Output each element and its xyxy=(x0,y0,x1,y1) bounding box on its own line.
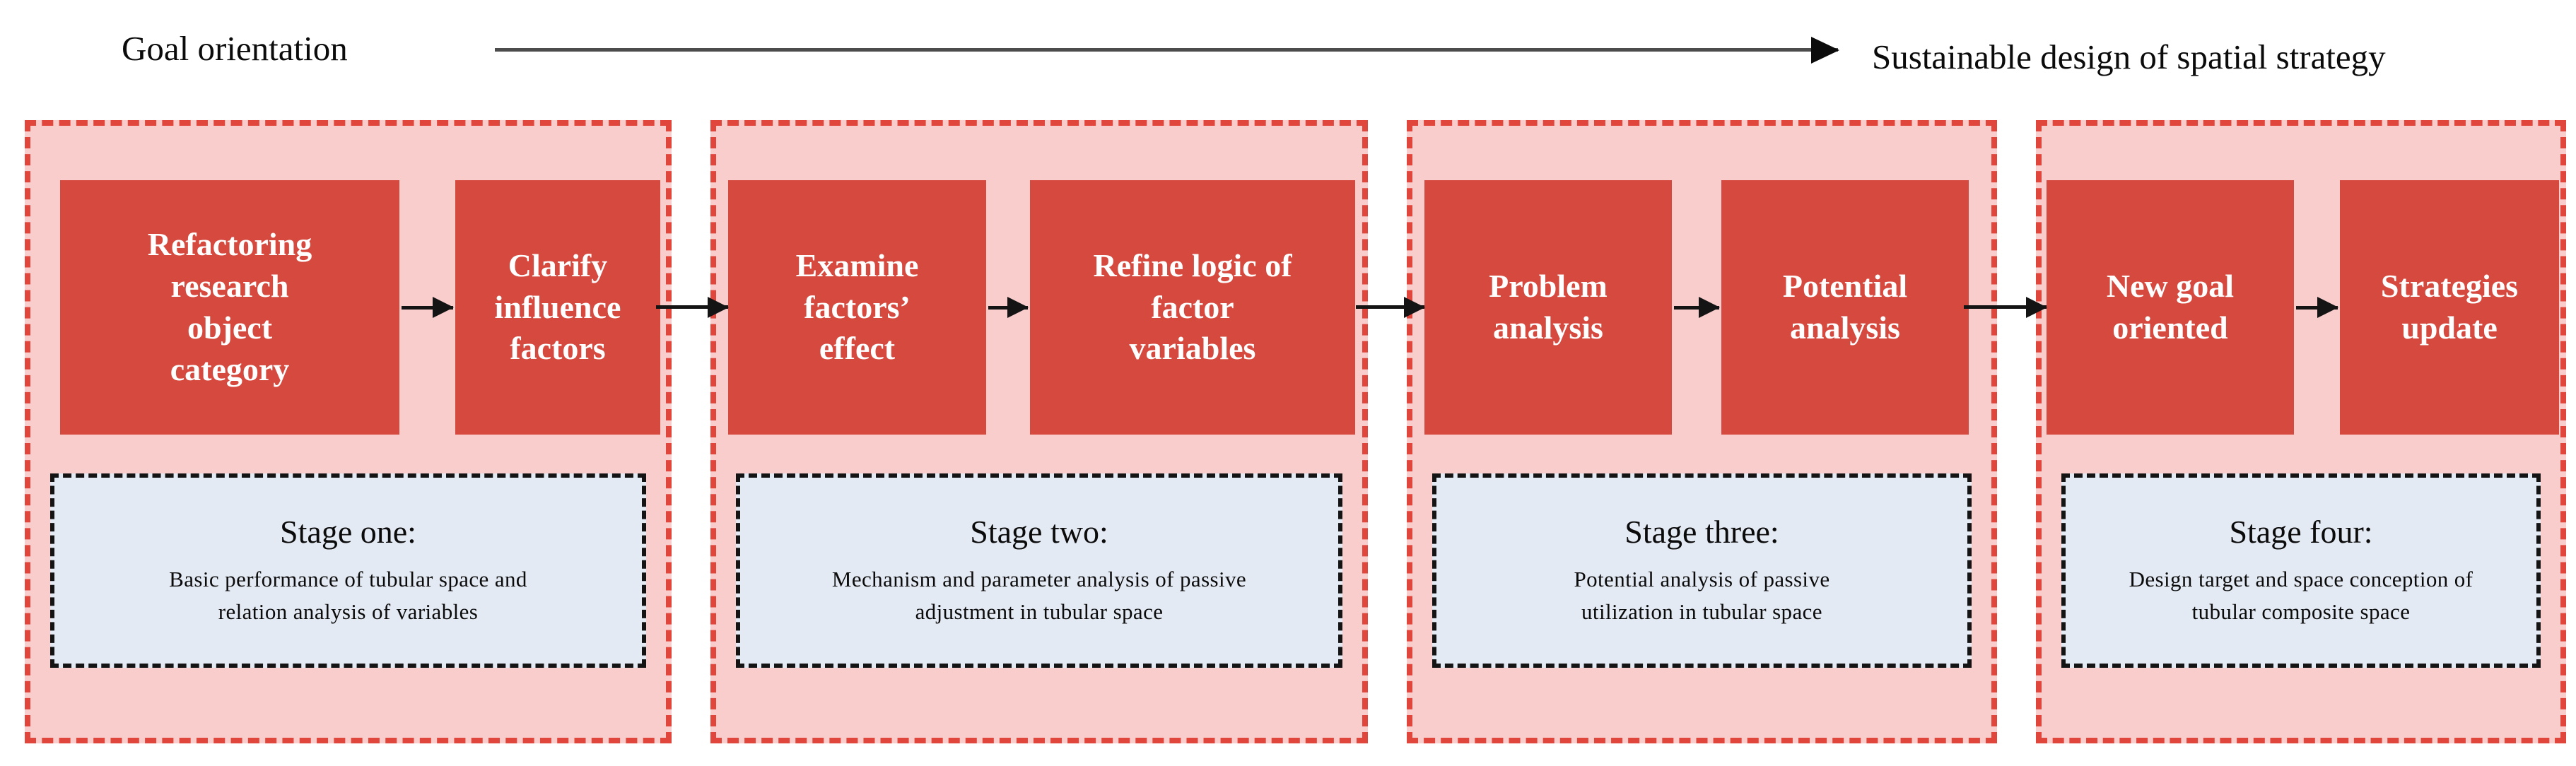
stage-three-summary-box: Stage three: Potential analysis of passi… xyxy=(1432,473,1972,668)
stage-one-description: Basic performance of tubular space and r… xyxy=(169,566,527,625)
new-goal-oriented-box: New goal oriented xyxy=(2047,180,2294,435)
stage-one-container: Refactoring research object category Cla… xyxy=(25,120,672,743)
stage-four-process-row: New goal oriented Strategies update xyxy=(2042,180,2560,435)
clarify-influence-factors-box: Clarify influence factors xyxy=(455,180,660,435)
stage-one-title: Stage one: xyxy=(280,513,416,550)
stage-one-arrow-cell xyxy=(399,180,455,435)
problem-analysis-box: Problem analysis xyxy=(1424,180,1672,435)
stage-four-description: Design target and space conception of tu… xyxy=(2129,566,2473,625)
stage-two-process-row: Examine factors’ effect Refine logic of … xyxy=(716,180,1362,435)
stage-two-title: Stage two: xyxy=(970,513,1108,550)
stage-four-container: New goal oriented Strategies update Stag… xyxy=(2036,120,2566,743)
stage-one-process-row: Refactoring research object category Cla… xyxy=(30,180,666,435)
goal-arrow-icon xyxy=(495,48,1838,52)
arrow-right-icon xyxy=(2296,305,2338,310)
strategies-update-box: Strategies update xyxy=(2340,180,2559,435)
stage-one-summary-box: Stage one: Basic performance of tubular … xyxy=(50,473,646,668)
stage-three-container: Problem analysis Potential analysis Stag… xyxy=(1407,120,1997,743)
goal-orientation-label: Goal orientation xyxy=(122,29,348,68)
stage-one-to-two-arrow-icon xyxy=(656,305,728,309)
stage-four-summary-box: Stage four: Design target and space conc… xyxy=(2061,473,2541,668)
examine-factors-effect-box: Examine factors’ effect xyxy=(728,180,986,435)
stage-three-description: Potential analysis of passive utilizatio… xyxy=(1574,566,1830,625)
stage-flow: Refactoring research object category Cla… xyxy=(0,120,2576,766)
stage-three-arrow-cell xyxy=(1672,180,1721,435)
stage-two-to-three-arrow-icon xyxy=(1356,305,1424,309)
goal-header: Goal orientation Sustainable design of s… xyxy=(0,0,2576,120)
stage-four-title: Stage four: xyxy=(2229,513,2373,550)
arrow-right-icon xyxy=(1674,305,1719,310)
arrow-right-icon xyxy=(988,305,1028,310)
stage-two-description: Mechanism and parameter analysis of pass… xyxy=(831,566,1247,625)
stage-two-summary-box: Stage two: Mechanism and parameter analy… xyxy=(736,473,1342,668)
stage-three-to-four-arrow-icon xyxy=(1964,305,2047,309)
arrow-right-icon xyxy=(402,305,453,310)
stage-two-container: Examine factors’ effect Refine logic of … xyxy=(710,120,1368,743)
stage-four-arrow-cell xyxy=(2294,180,2340,435)
refactoring-research-object-category-box: Refactoring research object category xyxy=(60,180,399,435)
sustainable-strategy-label: Sustainable design of spatial strategy xyxy=(1872,37,2386,76)
potential-analysis-box: Potential analysis xyxy=(1721,180,1969,435)
stage-three-title: Stage three: xyxy=(1624,513,1779,550)
refine-logic-factor-variables-box: Refine logic of factor variables xyxy=(1030,180,1355,435)
stage-three-process-row: Problem analysis Potential analysis xyxy=(1412,180,1991,435)
stage-two-arrow-cell xyxy=(986,180,1030,435)
